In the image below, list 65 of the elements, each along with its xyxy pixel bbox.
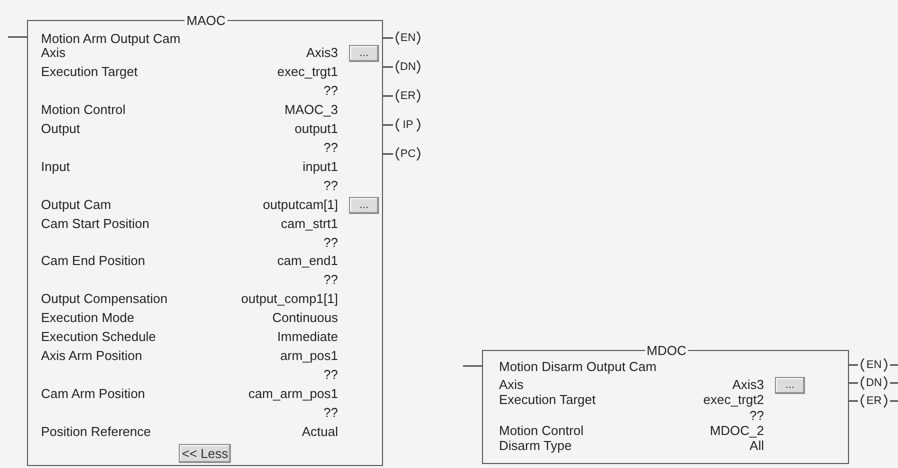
output-coil: EN bbox=[858, 358, 890, 372]
browse-button: ... bbox=[349, 196, 379, 214]
rung-wire bbox=[383, 124, 393, 126]
parameter-value: ?? bbox=[324, 234, 338, 250]
parameter-name: Axis bbox=[41, 44, 66, 61]
parameter-name: Output Cam bbox=[41, 196, 112, 213]
parameter-value: MDOC_2 bbox=[710, 422, 764, 439]
parameter-value: ?? bbox=[324, 176, 338, 194]
block-description: Motion Arm Output Cam bbox=[41, 30, 180, 47]
parameter-value: exec_trgt2 bbox=[703, 391, 764, 408]
rung-wire bbox=[463, 365, 482, 367]
output-coil: IP bbox=[393, 118, 423, 132]
output-coil: ER bbox=[393, 89, 423, 103]
output-coil: PC bbox=[393, 147, 423, 161]
rung-wire bbox=[383, 66, 393, 68]
parameter-name: Motion Control bbox=[499, 422, 584, 439]
parameter-value: ?? bbox=[324, 82, 338, 99]
block-description: Motion Disarm Output Cam bbox=[499, 358, 656, 375]
parameter-value: input1 bbox=[302, 158, 338, 175]
parameter-value: ?? bbox=[750, 407, 764, 424]
parameter-value: Axis3 bbox=[306, 44, 338, 61]
parameter-value: ?? bbox=[324, 271, 338, 288]
browse-button: ... bbox=[349, 45, 379, 62]
parameter-value: outputcam[1] bbox=[262, 196, 338, 213]
parameter-name: Cam End Position bbox=[41, 252, 146, 270]
parameter-value: ?? bbox=[324, 138, 338, 156]
parameter-value: ?? bbox=[324, 404, 338, 422]
parameter-name: Motion Control bbox=[41, 100, 126, 118]
less-button: << Less bbox=[178, 444, 232, 463]
parameter-name: Axis bbox=[499, 376, 524, 393]
output-coil: DN bbox=[858, 376, 890, 390]
parameter-value: Immediate bbox=[277, 328, 338, 346]
rung-wire bbox=[383, 95, 393, 97]
rung-wire bbox=[8, 36, 27, 38]
parameter-value: output1 bbox=[294, 120, 338, 137]
parameter-value: Continuous bbox=[272, 309, 338, 326]
parameter-value: All bbox=[750, 438, 764, 454]
output-coil: EN bbox=[393, 31, 423, 45]
rung-wire bbox=[383, 153, 393, 155]
parameter-value: ?? bbox=[324, 366, 338, 384]
output-coil: ER bbox=[858, 394, 890, 408]
output-coil: DN bbox=[393, 60, 423, 74]
parameter-value: arm_pos1 bbox=[280, 347, 338, 364]
parameter-value: cam_arm_pos1 bbox=[248, 385, 338, 402]
parameter-value: output_comp1[1] bbox=[241, 290, 338, 308]
parameter-name: Position Reference bbox=[41, 423, 151, 440]
parameter-name: Output Compensation bbox=[41, 290, 168, 308]
parameter-name: Execution Target bbox=[499, 391, 596, 408]
parameter-name: Axis Arm Position bbox=[41, 347, 142, 364]
parameter-name: Input bbox=[41, 158, 70, 175]
parameter-value: Axis3 bbox=[732, 376, 764, 393]
rung-wire bbox=[383, 37, 393, 39]
parameter-value: MAOC_3 bbox=[284, 100, 338, 118]
parameter-value: cam_strt1 bbox=[280, 214, 338, 232]
parameter-value: cam_end1 bbox=[277, 252, 338, 270]
parameter-name: Execution Schedule bbox=[41, 328, 156, 346]
parameter-value: exec_trgt1 bbox=[277, 62, 338, 80]
parameter-value: Actual bbox=[302, 423, 338, 440]
parameter-name: Execution Mode bbox=[41, 309, 134, 326]
browse-button: ... bbox=[775, 377, 805, 394]
parameter-name: Disarm Type bbox=[499, 437, 572, 454]
parameter-name: Output bbox=[41, 120, 80, 137]
parameter-name: Cam Arm Position bbox=[41, 385, 146, 402]
parameter-name: Execution Target bbox=[41, 62, 138, 80]
parameter-name: Cam Start Position bbox=[41, 214, 150, 232]
